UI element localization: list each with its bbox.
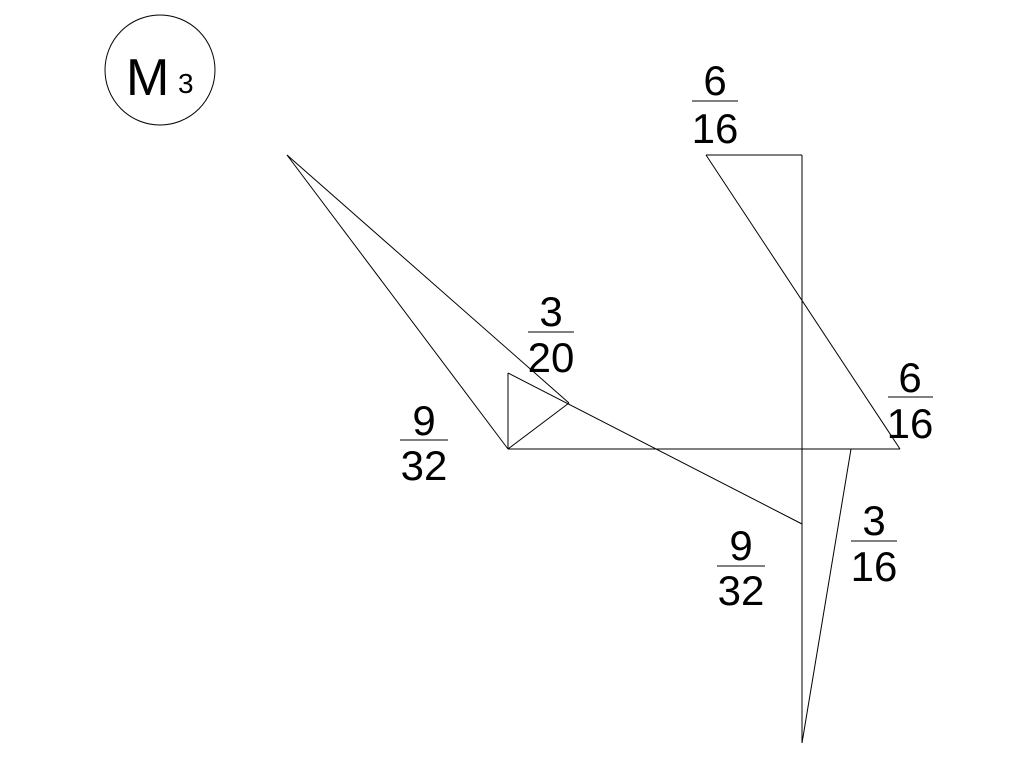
diagram-badge: M 3 <box>104 14 216 126</box>
fraction-denominator: 32 <box>401 442 448 489</box>
fraction-label-right: 6 16 <box>887 354 934 447</box>
fraction-label-left: 9 32 <box>400 397 448 489</box>
fraction-numerator: 9 <box>412 397 435 444</box>
fraction-numerator: 3 <box>539 288 562 335</box>
fraction-numerator: 6 <box>898 354 921 401</box>
fraction-denominator: 32 <box>718 567 765 614</box>
badge-circle <box>104 14 216 126</box>
badge-letter: M <box>126 49 169 107</box>
top-diagonal <box>705 154 901 450</box>
fraction-numerator: 6 <box>703 57 726 104</box>
diagram-lines <box>286 154 901 744</box>
fraction-label-lower-center: 9 32 <box>717 522 765 614</box>
long-diagonal <box>507 372 803 525</box>
small-diagonal <box>507 402 570 450</box>
fraction-label-center: 3 20 <box>528 288 575 381</box>
fraction-label-lower-right: 3 16 <box>851 497 898 590</box>
left-diagonal-upper <box>286 154 570 404</box>
fraction-denominator: 16 <box>692 105 739 152</box>
fraction-denominator: 16 <box>851 543 898 590</box>
fraction-denominator: 20 <box>528 334 575 381</box>
fraction-denominator: 16 <box>887 400 934 447</box>
right-diagonal <box>801 448 852 744</box>
fraction-label-top-right: 6 16 <box>692 57 739 152</box>
fraction-numerator: 3 <box>862 497 885 544</box>
fraction-numerator: 9 <box>729 522 752 569</box>
badge-subscript: 3 <box>178 68 194 99</box>
left-diagonal-lower <box>286 154 509 450</box>
